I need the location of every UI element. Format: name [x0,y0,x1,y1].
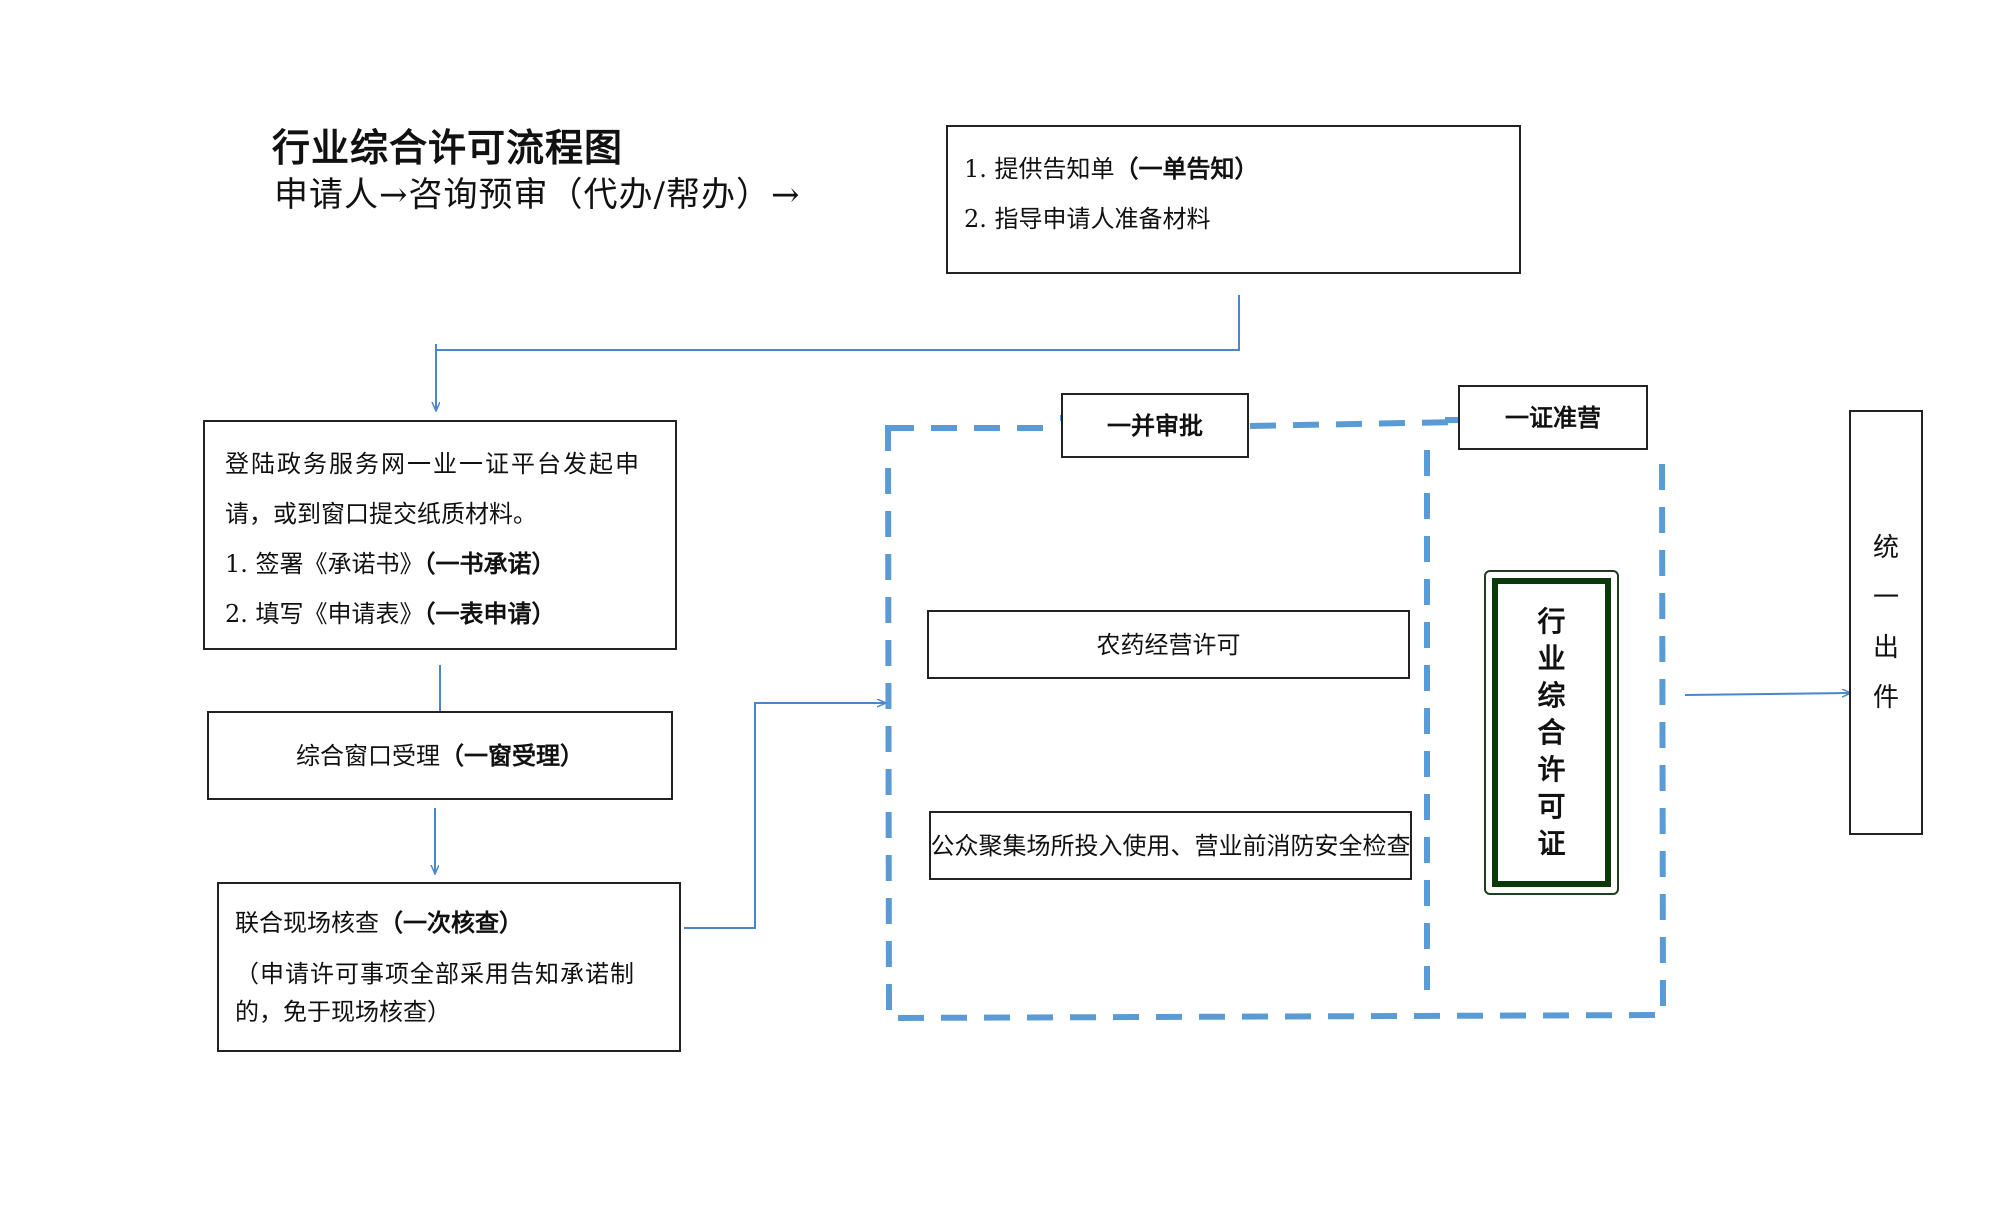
window-label: 综合窗口受理（一窗受理） [296,731,584,781]
inspect-line-1: 联合现场核查（一次核查） [235,898,523,948]
apply-box: 登陆政务服务网一业一证平台发起申 请，或到窗口提交纸质材料。 1. 签署《承诺书… [203,420,677,650]
license-char: 可 [1537,790,1566,823]
inspect-line-3: 的，免于现场核查） [235,998,451,1026]
apply-line-2: 请，或到窗口提交纸质材料。 [225,500,537,528]
output-char: 一 [1872,582,1899,613]
license-char: 合 [1537,716,1566,749]
license-char: 许 [1537,753,1566,786]
page-title: 行业综合许可流程图 [272,126,624,170]
dashed-top-mid [1249,419,1460,429]
page-subtitle: 申请人→咨询预审（代办/帮办）→ [274,175,801,215]
arrow-approval-to-output [1684,693,1850,695]
approval-item-2-label: 公众聚集场所投入使用、营业前消防安全检查 [930,831,1411,860]
output-char: 件 [1872,682,1899,713]
apply-line-4-emph: （一表申请） [423,599,556,628]
approval-label: 一并审批 [1107,410,1203,440]
one-cert-label-box: 一证准营 [1458,385,1648,450]
notice-line-1-emph: （一单告知） [1114,154,1259,183]
license-inner-frame: 行 业 综 合 许 可 证 [1492,578,1611,887]
license-char: 证 [1537,827,1566,860]
notice-line-1: 1. 提供告知单（一单告知） [964,144,1259,194]
approval-label-box: 一并审批 [1061,393,1249,458]
arrow-notice-to-apply [436,295,1240,351]
apply-line-3-emph: （一书承诺） [423,549,556,578]
license-char: 综 [1537,679,1566,712]
apply-line-4: 2. 填写《申请表》（一表申请） [225,589,556,639]
apply-line-3: 1. 签署《承诺书》（一书承诺） [225,539,556,589]
window-box: 综合窗口受理（一窗受理） [207,711,673,800]
apply-line-4-text: 2. 填写《申请表》 [225,600,424,628]
output-char: 统 [1872,532,1899,563]
apply-line-1: 登陆政务服务网一业一证平台发起申 [225,450,641,478]
license-char: 行 [1537,605,1566,638]
notice-line-1-text: 1. 提供告知单 [964,155,1115,183]
approval-item-fire-check: 公众聚集场所投入使用、营业前消防安全检查 [929,811,1412,880]
arrow-inspect-to-approval [684,703,885,929]
window-label-emph: （一窗受理） [440,740,584,770]
inspect-box: 联合现场核查（一次核查） （申请许可事项全部采用告知承诺制 的，免于现场核查） [217,882,681,1052]
apply-line-3-text: 1. 签署《承诺书》 [225,550,424,578]
license-char: 业 [1537,642,1566,675]
window-label-text: 综合窗口受理 [296,741,440,770]
notice-box: 1. 提供告知单（一单告知） 2. 指导申请人准备材料 [946,125,1521,274]
notice-line-2: 2. 指导申请人准备材料 [964,205,1211,233]
unified-output-box: 统 一 出 件 [1849,410,1923,835]
approval-item-1-label: 农药经营许可 [1096,630,1241,659]
inspect-line-1-text: 联合现场核查 [235,909,379,937]
industry-license-certificate: 行 业 综 合 许 可 证 [1484,570,1619,895]
one-cert-label: 一证准营 [1505,402,1601,432]
output-char: 出 [1872,632,1899,663]
inspect-line-1-emph: （一次核查） [379,908,523,937]
inspect-line-2: （申请许可事项全部采用告知承诺制 [235,960,635,988]
approval-item-pesticide: 农药经营许可 [927,610,1410,679]
